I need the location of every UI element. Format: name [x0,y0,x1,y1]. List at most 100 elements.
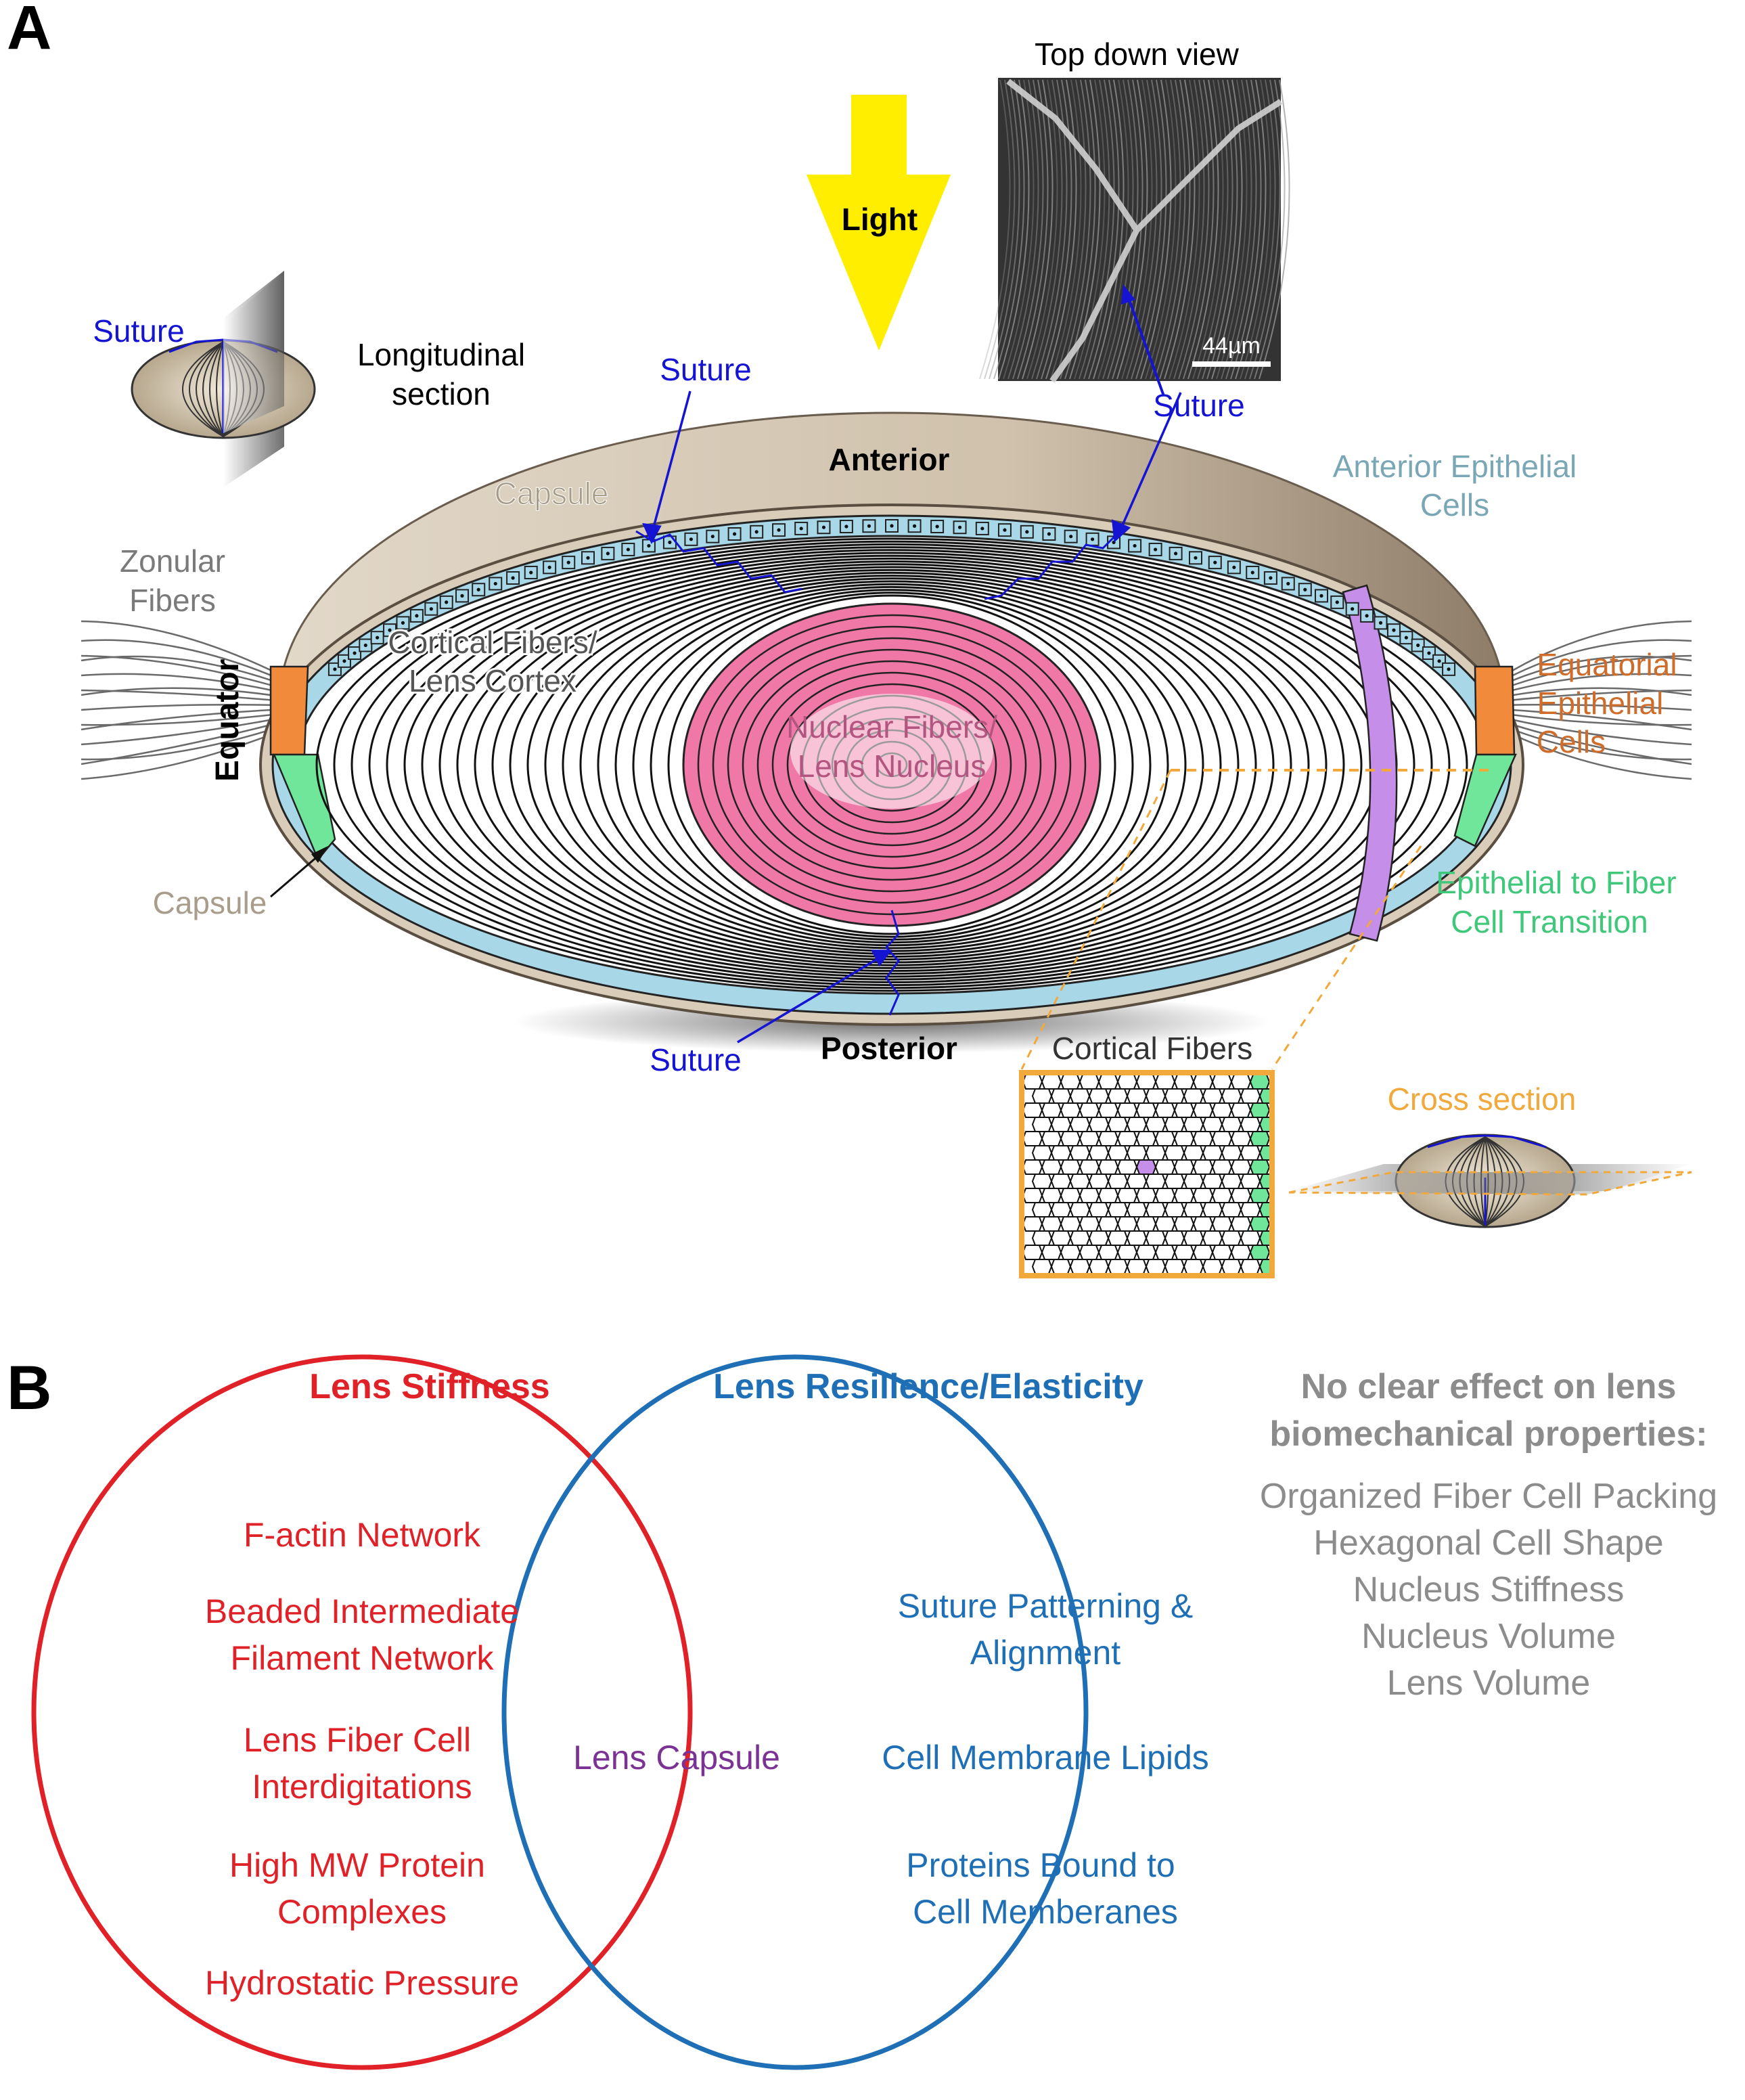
inset-cell [1050,1117,1072,1132]
equatorial-label-1: Equatorial [1537,647,1677,682]
micrograph-fiber [1036,79,1068,380]
inset-cell [1221,1230,1242,1246]
epithelial-cell-nucleus [1416,643,1420,648]
inset-cell [1183,1230,1204,1246]
concentric-fiber-rings [315,537,1468,992]
inset-cell [1107,1259,1129,1274]
inset-cell [1202,1145,1223,1161]
inset-cell [1211,1216,1233,1232]
micrograph-fiber [984,79,1016,380]
micrograph-fiber [993,79,1025,380]
inset-cell [1221,1202,1242,1217]
micrograph-fiber [1079,79,1110,380]
inset-cell [1116,1245,1138,1260]
inset-cell [1230,1074,1252,1090]
epithelial-cell-nucleus [1213,560,1217,564]
inset-cell [1221,1117,1242,1132]
micrograph-fiber [1145,79,1177,380]
inset-cell [1050,1259,1072,1274]
inset-cell [1145,1174,1166,1189]
epithelial-cell-nucleus [1404,635,1408,640]
zonular-fiber-left [81,708,285,731]
fiber-ring [333,540,1451,989]
inset-cell [1097,1074,1119,1090]
inset-cell [1069,1117,1091,1132]
epithelial-cell-nucleus [460,594,464,598]
transition-zone-right [1453,753,1517,847]
capsule-arrowhead [311,846,328,863]
inset-cell [1230,1131,1252,1146]
inset-cell [1069,1145,1091,1161]
inset-cell [1069,1088,1091,1104]
epithelial-cell-nucleus [376,635,380,640]
inset-cell [1183,1259,1204,1274]
suture-label-anterior-left: Suture [660,352,752,387]
inset-cell [1145,1230,1166,1246]
inset-cell [1022,1074,1043,1090]
equator-label: Equator [210,659,246,782]
inset-cell [1107,1117,1129,1132]
inset-cell [1135,1216,1157,1232]
epithelial-cell-nucleus [777,528,781,532]
fiber-ring [456,560,1328,969]
inset-cell [1031,1174,1053,1189]
inset-cell [1192,1074,1214,1090]
inset-cell [1088,1202,1110,1217]
cross-plane-front [1289,1172,1692,1194]
inset-cell [1050,1174,1072,1189]
highlighted-fiber [1342,584,1398,942]
inset-cell [1164,1230,1185,1246]
mini-fiber [189,341,224,437]
inset-cell [1173,1245,1195,1260]
zonular-fiber-right [1501,639,1692,682]
inset-cell [1154,1159,1176,1175]
micrograph-fiber [998,79,1030,380]
inset-cell [1079,1188,1100,1203]
micrograph-fiber [1240,79,1271,380]
inset-cell [1079,1216,1100,1232]
inset-cell [1060,1216,1081,1232]
epithelial-cell-nucleus [1174,552,1178,556]
inset-cell [1183,1117,1204,1132]
mini-fiber [216,341,224,437]
inset-cell [1192,1131,1214,1146]
cross-plane-outline [1288,1171,1692,1196]
epithelial-cell-nucleus [626,548,630,552]
epithelial-cell-nucleus [445,600,449,604]
inset-cell [1079,1102,1100,1118]
epithelial-cell-nucleus [867,524,871,528]
inset-cell [1088,1174,1110,1189]
inset-cell [1126,1202,1148,1217]
epithelial-cell-nucleus [1154,548,1158,552]
posterior-label: Posterior [821,1031,957,1066]
fiber-ring [526,571,1257,958]
micrograph-fiber [1093,79,1125,380]
micrograph-fiber [1216,79,1248,380]
inset-cell [1088,1145,1110,1161]
inset-cell [1097,1245,1119,1260]
inset-cell [1116,1074,1138,1090]
inset-cell [1060,1074,1081,1090]
epithelial-cell-nucleus [1303,587,1307,591]
micrograph-fiber [1102,79,1134,380]
inset-cell [1173,1188,1195,1203]
nucleus-ring [727,637,1057,893]
inset-cell [1183,1088,1204,1104]
mini-fiber [209,341,224,437]
fiber-ring [597,583,1187,947]
inset-cell [1060,1131,1081,1146]
inset-cell [1249,1216,1271,1232]
anterior-epithelial-label-2: Cells [1420,487,1489,522]
inset-cell [1240,1230,1261,1246]
inset-cell [1173,1102,1195,1118]
inset-cell [1050,1145,1072,1161]
mini-fiber [182,341,224,437]
epithelial-cell-nucleus [732,532,737,536]
epithelial-cell-nucleus [606,552,610,556]
inset-cell [1183,1174,1204,1189]
micrograph-fiber [1116,79,1148,380]
longitudinal-label-1: Longitudinal [357,337,525,372]
suture-label-anterior-right: Suture [1153,388,1245,423]
micrograph-fiber [1140,79,1172,380]
epithelial-cell-nucleus [1365,614,1369,618]
